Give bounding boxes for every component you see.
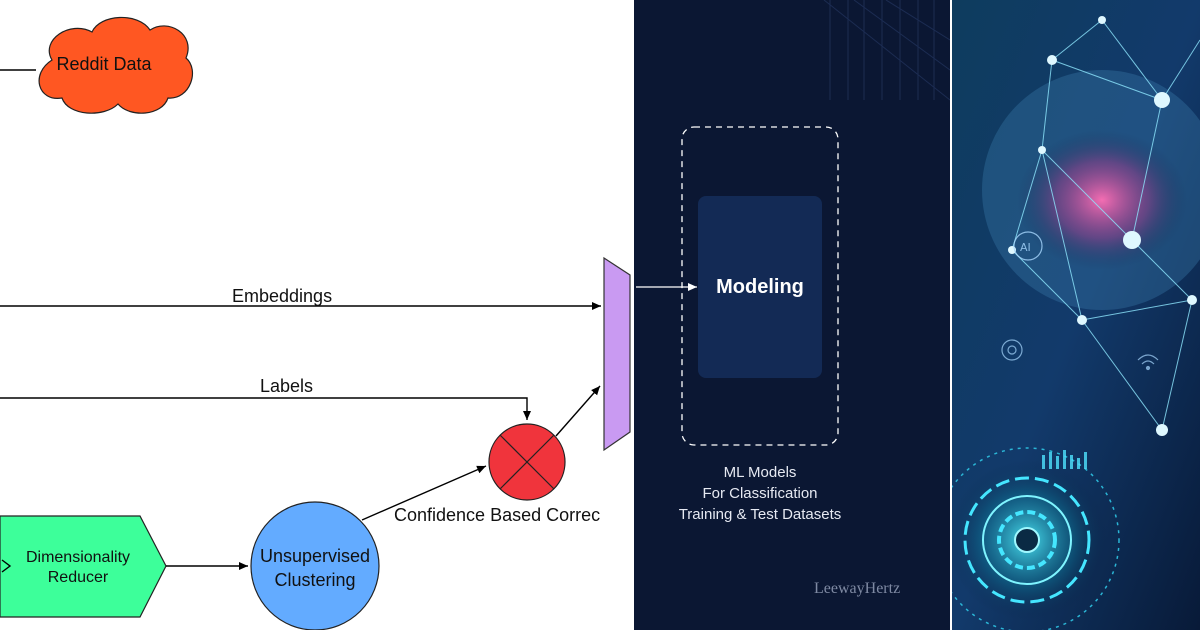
merge-x-circle [488,423,566,501]
clustering-label: Unsupervised Clustering [245,544,385,592]
reducer-label-line2: Reducer [47,569,109,586]
circuit-dial-icon [952,447,1120,630]
svg-text:AI: AI [1020,241,1031,254]
panel-divider [950,0,952,630]
modeling-canvas [636,0,950,446]
gear-icon [1001,339,1023,361]
reddit-data-label: Reddit Data [56,54,152,74]
dimensionality-reducer-shape [0,515,167,618]
reddit-data-cloud [38,16,194,114]
dashed-model-frame [681,126,839,446]
modeling-captions: ML Models For Classification Training & … [634,462,886,525]
wifi-icon [1137,354,1159,371]
caption-classification: For Classification [702,485,818,502]
pink-glow [1017,130,1187,270]
modeling-panel: Modeling ML Models For Classification Tr… [634,0,950,630]
merge-to-combiner-arrow [555,385,601,437]
ai-chip-icon: AI [1013,231,1043,261]
reducer-input-arrowhead [1,559,12,573]
embeddings-label: Embeddings [232,286,333,306]
confidence-correction-label: Confidence Based Correc [394,505,601,525]
ai-artwork-panel: AI [952,0,1200,630]
leewayhertz-logo: LeewayHertz [814,580,901,597]
modeling-box [698,196,822,378]
combiner-trapezoid [603,256,631,452]
dimensionality-reducer-label: Dimensionality Reducer [8,548,148,588]
caption-datasets: Training & Test Datasets [678,506,842,523]
decorative-lines [823,0,950,101]
caption-ml-models: ML Models [723,464,797,481]
network-mesh-icon [1011,19,1200,431]
circuit-bars [1042,450,1087,469]
modeling-title: Modeling [716,276,804,298]
reducer-label-line1: Dimensionality [25,549,131,566]
labels-label: Labels [260,376,314,396]
pipeline-diagram-panel: Reddit Data Embeddings Labels Confidence… [0,16,631,630]
clustering-to-merge-arrow [361,465,487,521]
clustering-circle [250,501,380,630]
mesh-nodes [1008,16,1197,436]
labels-arrow [0,397,531,420]
pipeline-diagram-canvas [0,16,631,630]
ai-artwork-canvas: AI [952,0,1200,630]
clustering-label-line2: Clustering [274,570,356,590]
clustering-label-line1: Unsupervised [259,546,371,566]
